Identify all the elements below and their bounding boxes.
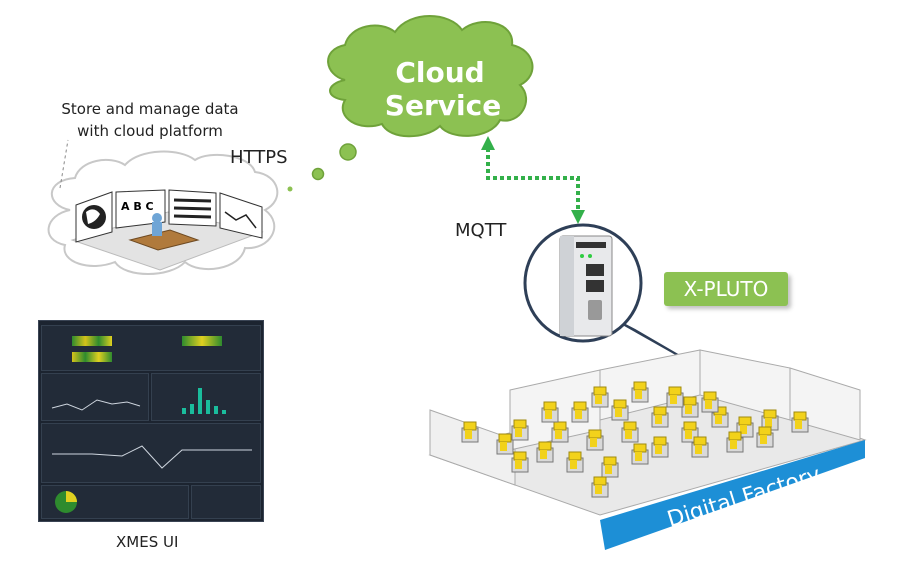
xmes-dashboard-thumbnail [38,320,264,522]
cloud-service-shape [327,15,534,138]
cnc-machine [651,406,669,428]
mqtt-arrow [481,136,585,224]
xmes-trend-panel [41,423,261,483]
cloud-bubble-medium [311,167,325,181]
storage-cloud: A B C [47,139,279,275]
store-caption-line1: Store and manage data [61,100,239,118]
xmes-line-chart-panel [41,373,149,421]
cnc-machine [726,431,744,453]
factory-banner [600,440,865,550]
cnc-machine [631,381,649,403]
cnc-machine [586,429,604,451]
cnc-machine [496,433,514,455]
cnc-machine [551,421,569,443]
store-caption: Store and manage data with cloud platfor… [30,98,270,142]
cnc-machine [601,456,619,478]
xmes-status-panel [41,325,261,371]
cnc-machine [631,443,649,465]
cnc-machine [511,419,529,441]
cnc-machine [591,386,609,408]
xmes-status-bar [182,336,222,346]
store-caption-line2: with cloud platform [77,122,223,140]
https-label: HTTPS [230,147,288,168]
cnc-machine [791,411,809,433]
cloud-service-line2: Service [385,89,501,122]
cnc-machine [536,441,554,463]
cnc-machine [761,409,779,431]
xmes-status-bar [72,336,112,346]
xmes-pie-panel [41,485,189,519]
cloud-bubble-large [339,143,357,161]
xpluto-badge: X-PLUTO [664,272,788,306]
cnc-machine [691,436,709,458]
cnc-machine [461,421,479,443]
cnc-machine [611,399,629,421]
cnc-machine [681,396,699,418]
xmes-bar-chart-panel [151,373,261,421]
cnc-machine [511,451,529,473]
gateway-callout [523,223,691,363]
xmes-status-bar [72,352,112,362]
cnc-machine [566,451,584,473]
cnc-machine [571,401,589,423]
cloud-service-line1: Cloud [395,56,484,89]
xmes-caption: XMES UI [116,533,179,551]
cnc-machine [756,426,774,448]
mqtt-label: MQTT [455,220,507,241]
cnc-machine [651,436,669,458]
svg-text:A B C: A B C [121,200,154,213]
cloud-bubble-small [287,186,293,192]
cnc-machines [461,381,809,498]
cnc-machine [591,476,609,498]
xmes-summary-panel [191,485,261,519]
cnc-machine [541,401,559,423]
cnc-machine [666,386,684,408]
cnc-machine [701,391,719,413]
cnc-machine [621,421,639,443]
